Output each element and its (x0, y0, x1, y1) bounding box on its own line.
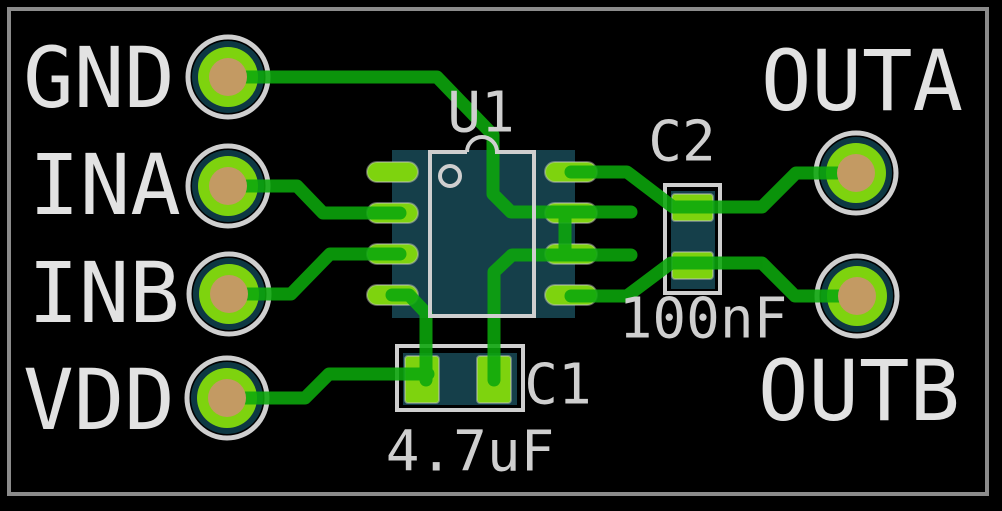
u1-courtyard[interactable] (392, 150, 575, 318)
ina-label: INA (29, 136, 181, 234)
inb-drill-hole (210, 275, 248, 313)
inb-label: INB (28, 244, 180, 342)
c1-refdes: C1 (524, 353, 591, 418)
outa-drill-hole (837, 154, 875, 192)
c1-value: 4.7uF (386, 420, 555, 485)
u1-pin1-marker (438, 164, 462, 188)
trace-ina-to-u1-pin2[interactable] (221, 179, 407, 220)
u1-refdes: U1 (447, 81, 514, 146)
trace-inb-to-u1-pin3[interactable] (222, 247, 407, 301)
c2-refdes: C2 (648, 110, 715, 175)
trace-u1-pin8-c2-outa[interactable] (564, 165, 863, 214)
vdd-label: VDD (23, 351, 175, 449)
gnd-drill-hole (209, 58, 247, 96)
u1-silk-outline (428, 135, 536, 318)
trace-vdd-to-c1[interactable] (220, 367, 435, 405)
vdd-drill-hole (208, 379, 246, 417)
trace-u1-pin5-c2-outb[interactable] (564, 256, 864, 303)
ina-drill-hole (209, 167, 247, 205)
outa-label: OUTA (761, 32, 963, 130)
trace-u1-pin4-to-c1[interactable] (385, 288, 433, 387)
trace-c1-to-u1-pin6[interactable] (487, 248, 638, 387)
u1-pad-1[interactable] (366, 161, 419, 183)
gnd-label: GND (23, 29, 175, 127)
c2-value: 100nF (619, 287, 788, 352)
trace-gnd-to-u1-pin7[interactable] (221, 70, 638, 219)
c2-silk-outline (663, 183, 722, 295)
outb-drill-hole (838, 277, 876, 315)
outb-label: OUTB (758, 342, 960, 440)
board-outline (7, 7, 989, 496)
